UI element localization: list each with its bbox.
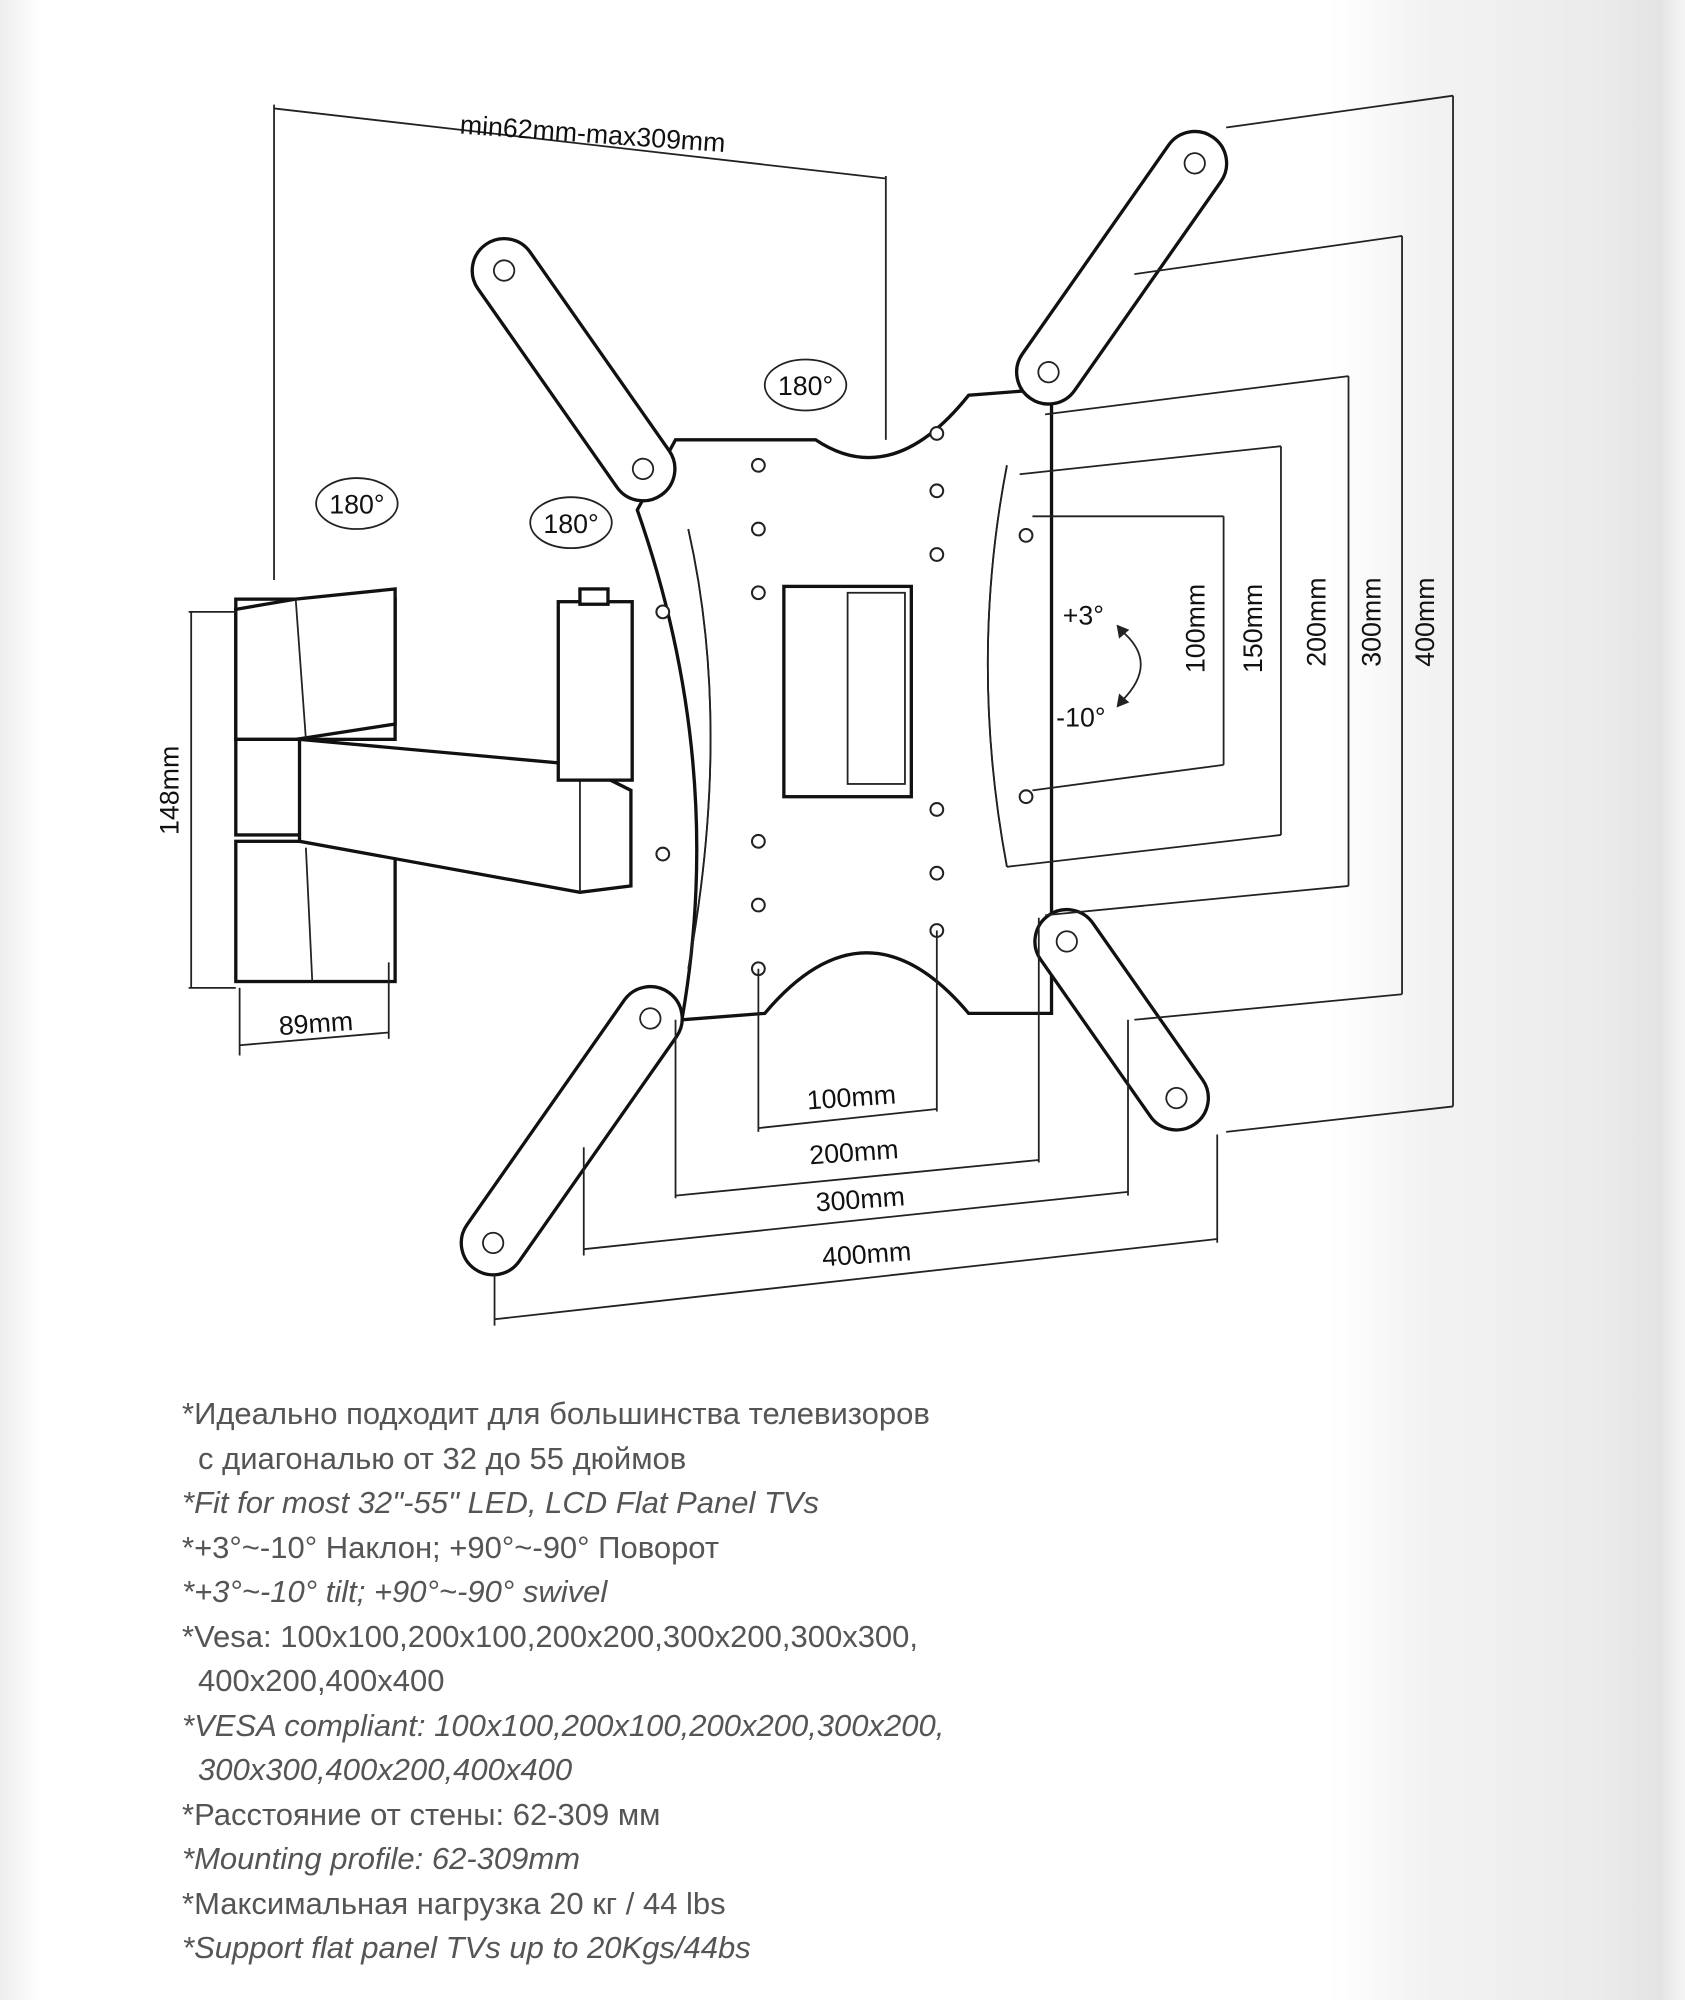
svg-text:-10°: -10°	[1056, 703, 1105, 733]
mounting-arm-top-left	[470, 237, 677, 503]
spec-line: *+3°~-10° Наклон; +90°~-90° Поворот	[182, 1529, 720, 1565]
spec-line: *Mounting profile: 62-309mm	[182, 1841, 581, 1876]
spec-line: *VESA compliant: 100x100,200x100,200x200…	[182, 1707, 945, 1743]
width-89-label: 89mm	[278, 1006, 354, 1041]
rotation-badge: 180°	[763, 358, 848, 412]
mounting-arm-bottom-right	[1033, 907, 1210, 1132]
vertical-400-label: 400mm	[1410, 577, 1440, 666]
specifications-list: *Идеально подходит для большинства телев…	[182, 1392, 944, 1971]
height-148-label: 148mm	[154, 746, 184, 835]
horizontal-400-label: 400mm	[821, 1236, 912, 1272]
spec-line: *Fit for most 32"-55" LED, LCD Flat Pane…	[182, 1485, 820, 1520]
svg-text:+3°: +3°	[1063, 601, 1104, 631]
horizontal-dimensions: 100mm 200mm 300mm 400mm	[493, 917, 1219, 1326]
vertical-150-label: 150mm	[1238, 584, 1268, 673]
depth-range-label: min62mm-max309mm	[459, 110, 727, 158]
vertical-100-label: 100mm	[1180, 584, 1210, 673]
tilt-indicator: +3° -10°	[1056, 601, 1142, 733]
vertical-dimensions: 100mm 150mm 200mm 300mm 400mm	[1006, 94, 1454, 1133]
spec-line: с диагональю от 32 до 55 дюймов	[198, 1440, 687, 1476]
svg-text:180°: 180°	[329, 490, 384, 520]
horizontal-100-label: 100mm	[806, 1079, 897, 1115]
wall-bracket	[188, 587, 634, 1056]
spec-line: *Vesa: 100x100,200x100,200x200,300x200,3…	[182, 1618, 919, 1654]
spec-line: *Идеально подходит для большинства телев…	[182, 1396, 930, 1431]
spec-line: *Support flat panel TVs up to 20Kgs/44bs	[182, 1930, 751, 1965]
vertical-300-label: 300mm	[1356, 577, 1386, 666]
horizontal-300-label: 300mm	[815, 1181, 906, 1217]
mounting-arm-top-right	[1015, 129, 1229, 406]
mounting-arm-bottom-left	[459, 984, 684, 1277]
spec-line: *Максимальная нагрузка 20 кг / 44 lbs	[182, 1885, 726, 1921]
vertical-200-label: 200mm	[1302, 577, 1332, 666]
svg-text:180°: 180°	[543, 509, 598, 539]
spec-line: *+3°~-10° tilt; +90°~-90° swivel	[182, 1574, 608, 1609]
rotation-badge: 180°	[529, 496, 613, 550]
spec-line: *Расстояние от стены: 62-309 мм	[182, 1796, 661, 1832]
tv-plate	[635, 387, 1054, 1022]
horizontal-200-label: 200mm	[808, 1134, 899, 1170]
svg-text:180°: 180°	[778, 371, 833, 401]
spec-line: 300x300,400x200,400x400	[198, 1752, 573, 1787]
rotation-badge: 180°	[315, 477, 399, 530]
spec-line: 400x200,400x400	[198, 1663, 445, 1698]
